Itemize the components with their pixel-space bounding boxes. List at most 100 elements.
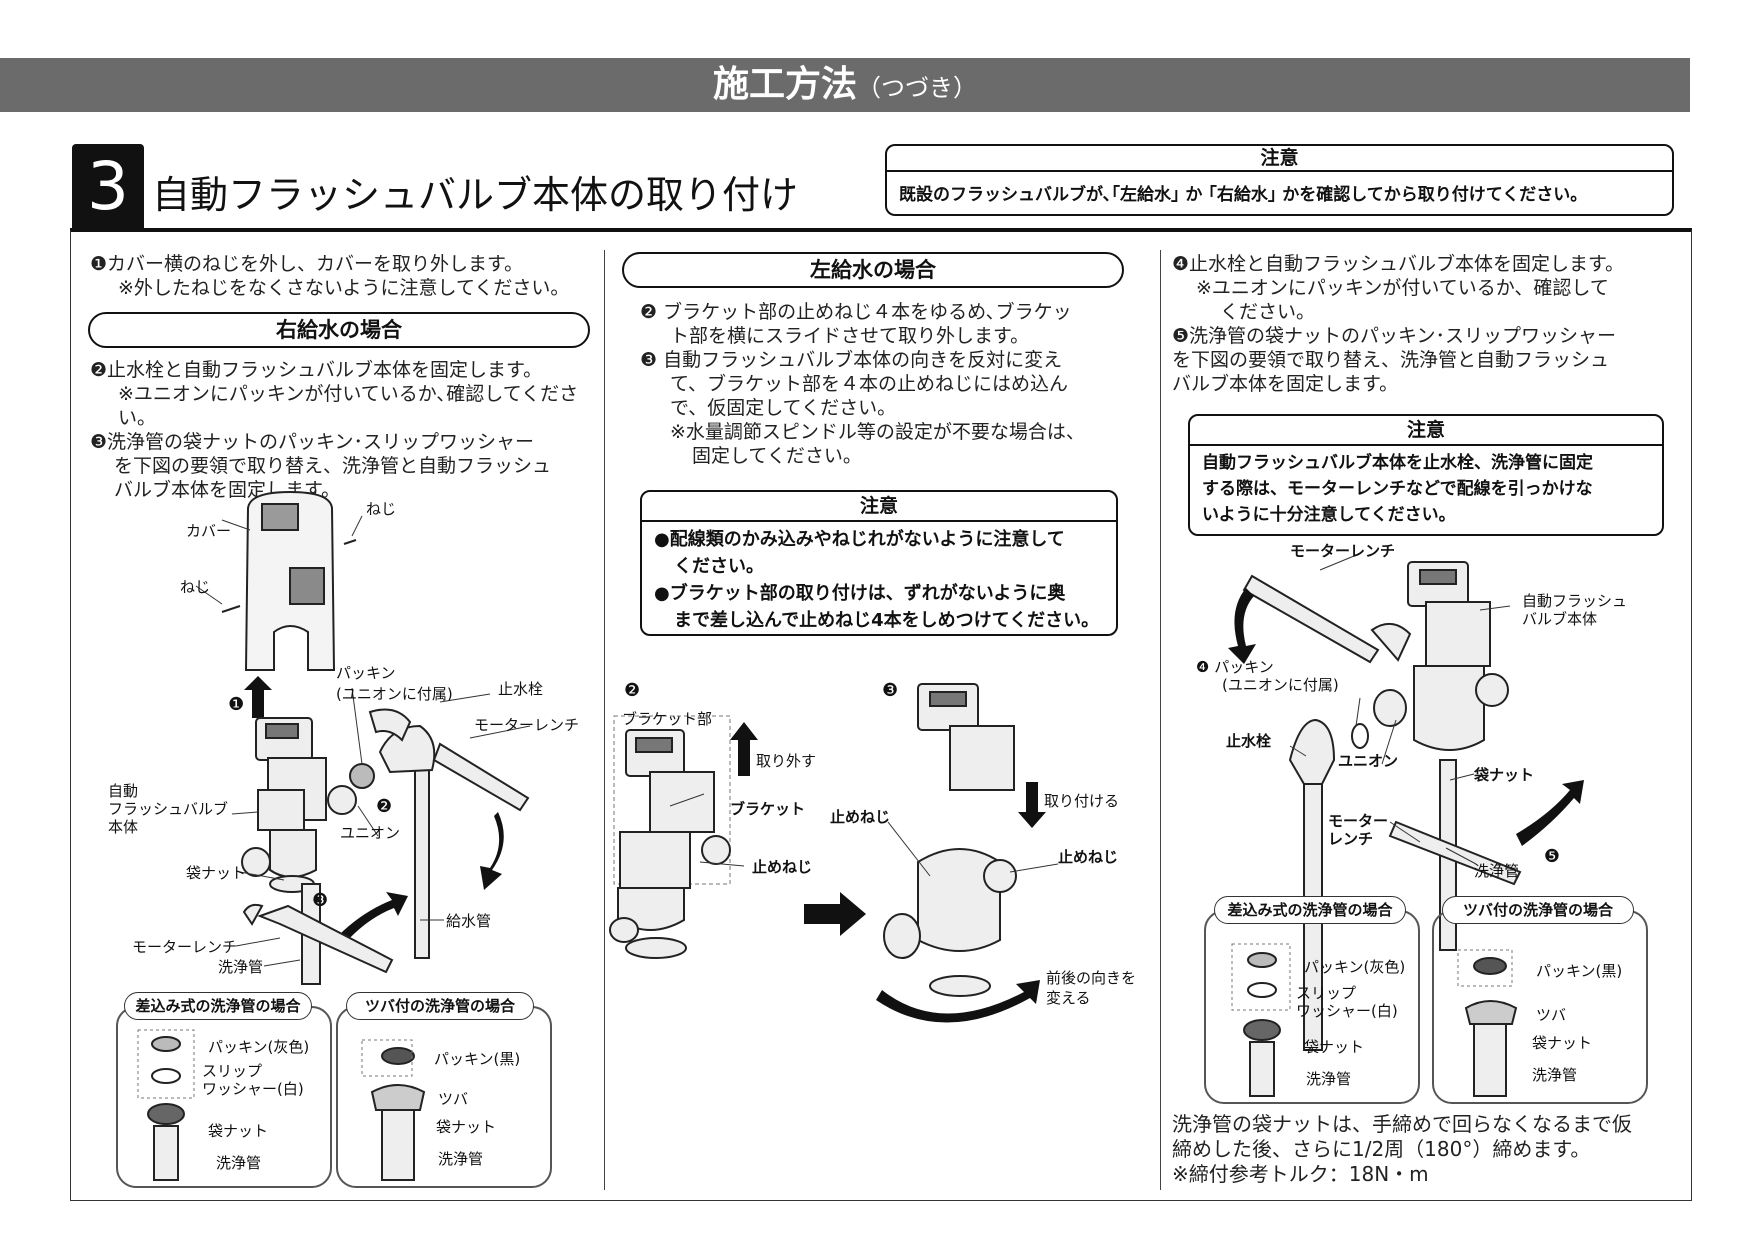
caution-heading: 注意 [642, 492, 1116, 522]
step5-line: ❺洗浄管の袋ナットのパッキン･スリップワッシャー [1172, 325, 1616, 347]
step5-line: を下図の要領で取り替え、洗浄管と自動フラッシュ [1172, 349, 1610, 371]
step-marker: ❹ [1196, 658, 1210, 676]
case-label-nut: 袋ナット [208, 1122, 269, 1140]
case-label-packing-gray: パッキン(灰色) [208, 1038, 310, 1056]
case-label-pipe: 洗浄管 [216, 1154, 262, 1172]
case-label-slip: スリップ ワッシャー(白) [202, 1062, 304, 1098]
caution-text: 自動フラッシュバルブ本体を止水栓、洗浄管に固定 する際は、モーターレンチなどで配… [1190, 446, 1662, 532]
caution-text: 既設のフラッシュバルブが､｢左給水｣ か ｢右給水｣ かを確認してから取り付けて… [899, 185, 1588, 205]
label-motor-wrench: モーターレンチ [1290, 542, 1396, 560]
col3-caution-box: 注意 自動フラッシュバルブ本体を止水栓、洗浄管に固定 する際は、モーターレンチな… [1188, 414, 1664, 536]
section-rule [70, 228, 1692, 232]
packing-label: ❹ パッキン [1196, 658, 1339, 676]
caution-line: ●配線類のかみ込みやねじれがないように注意して [654, 529, 1065, 550]
slip-label: ワッシャー(白) [202, 1080, 304, 1098]
case-label-nut: 袋ナット [1532, 1034, 1593, 1052]
label-supply-pipe: 給水管 [446, 912, 492, 930]
label-step-marker: ❸ [312, 890, 329, 911]
step3-line: を下図の要領で取り替え、洗浄管と自動フラッシュ [114, 455, 552, 477]
packing-sub-label: (ユニオンに付属) [1222, 676, 1339, 694]
label-bracket: ブラケット [730, 800, 806, 818]
label-packing: ❹ パッキン (ユニオンに付属) [1196, 658, 1339, 694]
col2-step3-line: で、仮固定してください。 [670, 397, 897, 419]
wrench-label: モーター [1328, 812, 1389, 830]
case-label-packing-black: パッキン(黒) [434, 1050, 521, 1068]
page-title-main: 施工方法 [712, 64, 857, 105]
slip-label: ワッシャー(白) [1296, 1002, 1398, 1020]
column-divider-1 [604, 250, 605, 1190]
valve-body-label: バルブ本体 [1522, 610, 1598, 628]
step4-note: ください。 [1220, 301, 1316, 323]
page-title: 施工方法（つづき） [0, 58, 1690, 112]
caution-text: ●配線類のかみ込みやねじれがないように注意して ください。 ●ブラケット部の取り… [642, 522, 1116, 638]
label-step-marker: ❺ [1544, 846, 1561, 867]
col2-caution-box: 注意 ●配線類のかみ込みやねじれがないように注意して ください。 ●ブラケット部… [640, 490, 1118, 636]
right-supply-pill: 右給水の場合 [88, 312, 590, 348]
left-supply-pill: 左給水の場合 [622, 252, 1124, 288]
label-set-screw: 止めねじ [830, 808, 891, 826]
step2-line: ❷止水栓と自動フラッシュバルブ本体を固定します。 [90, 359, 543, 381]
case-tag-flange: ツバ付の洗浄管の場合 [1442, 896, 1634, 924]
label-union: ユニオン [1338, 752, 1399, 770]
label-packing: パッキン (ユニオンに付属) [336, 662, 453, 704]
case-tag-insert: 差込み式の洗浄管の場合 [124, 992, 312, 1020]
label-cover: カバー [186, 522, 232, 540]
label-set-screw: 止めねじ [1058, 848, 1119, 866]
col2-step3-line: ❸ 自動フラッシュバルブ本体の向きを反対に変え [640, 349, 1063, 371]
label-screw: ねじ [366, 500, 397, 518]
label-flush-pipe: 洗浄管 [1474, 862, 1520, 880]
content-frame [70, 230, 1692, 1201]
torque-note: ※締付参考トルク：18N・m [1172, 1162, 1429, 1186]
label-stopcock: 止水栓 [1226, 732, 1272, 750]
step-number-badge: 3 [72, 144, 144, 230]
label-step-marker: ❸ [882, 680, 899, 701]
col2-step2-line: ト部を横にスライドさせて取り外します。 [670, 325, 1030, 347]
step1-text: ❶カバー横のねじを外し、カバーを取り外します。 ※外したねじをなくさないように注… [90, 252, 600, 300]
case-tag-insert: 差込み式の洗浄管の場合 [1214, 896, 1406, 924]
case-label-pipe: 洗浄管 [1306, 1070, 1352, 1088]
label-motor-wrench: モーター レンチ [1328, 812, 1388, 848]
label-set-screw: 止めねじ [752, 858, 813, 876]
step-title: 自動フラッシュバルブ本体の取り付け [152, 173, 799, 217]
valve-body-label: 自動フラッシュ [1522, 592, 1628, 610]
case-label-nut: 袋ナット [1304, 1038, 1365, 1056]
label-valve-body: 自動フラッシュ バルブ本体 [1522, 592, 1627, 628]
case-label-packing-gray: パッキン(灰色) [1304, 958, 1406, 976]
label-step-marker: ❷ [624, 680, 641, 701]
case-label-pipe: 洗浄管 [1532, 1066, 1578, 1084]
column-divider-2 [1160, 250, 1161, 1190]
flip-label: 前後の向きを [1046, 969, 1137, 987]
col2-step2-line: ❷ ブラケット部の止めねじ４本をゆるめ､ブラケッ [640, 301, 1072, 323]
label-motor-wrench: モーターレンチ [132, 938, 238, 956]
step2-note: ※ユニオンにパッキンが付いているか､確認してください。 [118, 383, 579, 429]
valve-body-label: 自動 [108, 782, 139, 800]
label-flush-pipe: 洗浄管 [218, 958, 264, 976]
case-tag-flange: ツバ付の洗浄管の場合 [346, 992, 534, 1020]
case-label-packing-black: パッキン(黒) [1536, 962, 1623, 980]
tightening-note: 洗浄管の袋ナットは、手締めで回らなくなるまで仮 締めした後、さらに1/2周（18… [1172, 1112, 1682, 1187]
caution-heading: 注意 [1190, 416, 1662, 446]
step3-line: ❸洗浄管の袋ナットのパッキン･スリップワッシャー [90, 431, 534, 453]
case-label-slip: スリップ ワッシャー(白) [1296, 984, 1398, 1020]
tightening-line: 洗浄管の袋ナットは、手締めで回らなくなるまで仮 [1172, 1112, 1632, 1136]
label-nut: 袋ナット [186, 864, 247, 882]
label-flip: 前後の向きを 変える [1046, 968, 1136, 1008]
label-bracket-part: ブラケット部 [622, 710, 713, 728]
step4-note: ※ユニオンにパッキンが付いているか、確認して [1196, 277, 1609, 299]
case-label-pipe: 洗浄管 [438, 1150, 484, 1168]
header-bar [0, 58, 1690, 112]
caution-line: する際は、モーターレンチなどで配線を引っかけな [1202, 479, 1593, 499]
label-union: ユニオン [340, 824, 401, 842]
caution-line: まで差し込んで止めねじ4本をしめつけてください。 [674, 610, 1100, 631]
packing-label: パッキン [336, 664, 396, 682]
packing-sub-label: (ユニオンに付属) [336, 685, 453, 703]
col2-step3-line: て、ブラケット部を４本の止めねじにはめ込ん [670, 373, 1069, 395]
caution-line: ●ブラケット部の取り付けは、ずれがないように奥 [654, 583, 1066, 604]
col3-steps: ❹止水栓と自動フラッシュバルブ本体を固定します。 ※ユニオンにパッキンが付いてい… [1172, 252, 1682, 396]
col2-step3-note: 固定してください。 [692, 445, 862, 467]
slip-label: スリップ [1296, 984, 1357, 1002]
slip-label: スリップ [202, 1062, 263, 1080]
flip-label: 変える [1046, 989, 1091, 1007]
valve-body-label: フラッシュバルブ [108, 800, 229, 818]
step1-line: ❶カバー横のねじを外し、カバーを取り外します。 [90, 253, 524, 275]
